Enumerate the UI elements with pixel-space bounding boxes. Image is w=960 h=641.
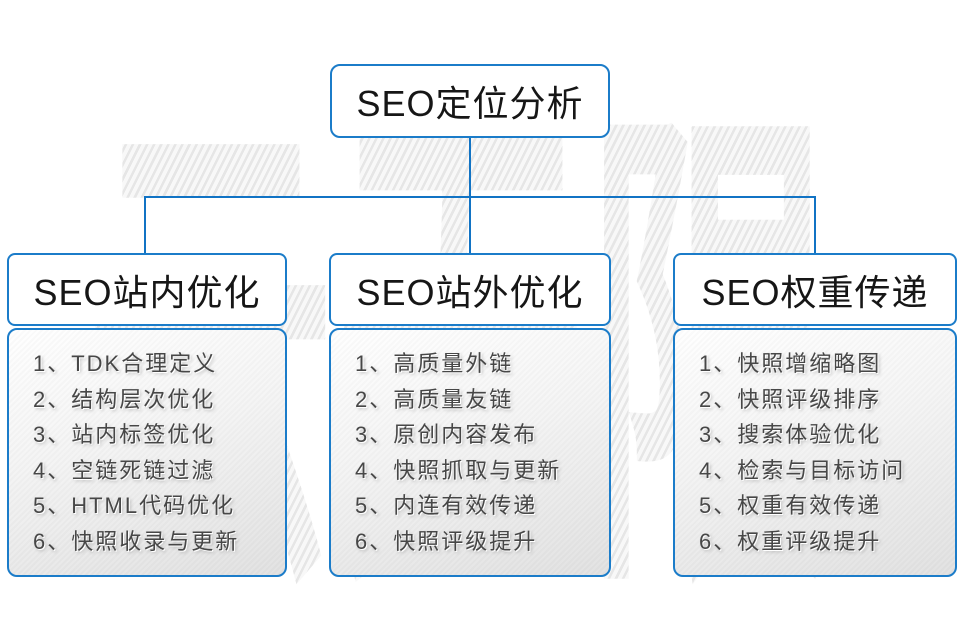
connector-drop-right — [814, 196, 816, 253]
list-item: 1、高质量外链 — [355, 351, 514, 376]
list-item: 5、HTML代码优化 — [33, 493, 236, 518]
list-item: 6、权重评级提升 — [699, 528, 882, 554]
node-onsite-title: SEO站内优化 — [33, 271, 261, 313]
list-item: 2、高质量友链 — [355, 386, 514, 412]
node-offsite-title: SEO站外优化 — [356, 271, 584, 313]
connector-branch-bar — [144, 196, 816, 198]
list-item: 4、空链死链过滤 — [33, 457, 216, 483]
list-onsite-optimization: 1、TDK合理定义 2、结构层次优化 3、站内标签优化 4、空链死链过滤 5、H… — [7, 328, 287, 577]
node-weight-transfer: SEO权重传递 — [673, 253, 957, 326]
list-item: 1、快照增缩略图 — [699, 351, 882, 376]
list-item: 4、检索与目标访问 — [699, 457, 906, 483]
connector-drop-left — [144, 196, 146, 253]
list-item: 2、结构层次优化 — [33, 386, 216, 412]
list-item: 4、快照抓取与更新 — [355, 457, 562, 483]
node-root: SEO定位分析 — [330, 64, 610, 138]
list-item: 6、快照评级提升 — [355, 528, 538, 554]
list-weight-transfer: 1、快照增缩略图 2、快照评级排序 3、搜索体验优化 4、检索与目标访问 5、权… — [673, 328, 957, 577]
list-offsite-optimization: 1、高质量外链 2、高质量友链 3、原创内容发布 4、快照抓取与更新 5、内连有… — [329, 328, 611, 577]
node-onsite-optimization: SEO站内优化 — [7, 253, 287, 326]
list-item: 5、内连有效传递 — [355, 493, 538, 518]
list-item: 3、原创内容发布 — [355, 422, 538, 447]
connector-root-stem — [469, 138, 471, 196]
connector-drop-middle — [469, 196, 471, 253]
list-item: 5、权重有效传递 — [699, 493, 882, 518]
list-item: 6、快照收录与更新 — [33, 528, 240, 554]
list-item: 1、TDK合理定义 — [33, 351, 218, 376]
list-item: 3、搜索体验优化 — [699, 422, 882, 447]
list-item: 2、快照评级排序 — [699, 386, 882, 412]
node-root-label: SEO定位分析 — [356, 83, 584, 124]
node-weight-title: SEO权重传递 — [701, 271, 929, 313]
list-item: 3、站内标签优化 — [33, 422, 216, 447]
node-offsite-optimization: SEO站外优化 — [329, 253, 611, 326]
